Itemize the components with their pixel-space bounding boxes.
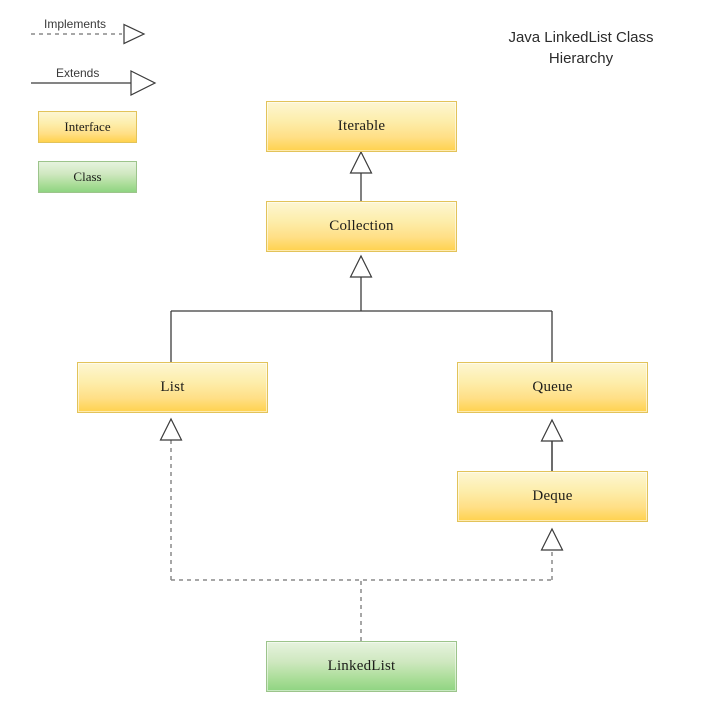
edge-deque-to-queue (540, 418, 564, 471)
node-iterable[interactable]: Iterable (266, 101, 457, 152)
edge-linkedlist-to-list (159, 417, 183, 580)
legend-extends-label: Extends (56, 66, 100, 80)
diagram-title-line-2: Hierarchy (548, 50, 614, 67)
node-queue-label: Queue (532, 379, 573, 395)
node-iterable-label: Iterable (337, 118, 386, 134)
node-collection-label: Collection (329, 218, 394, 234)
node-linkedlist-label: LinkedList (327, 658, 396, 674)
legend-interface-swatch: Interface (38, 111, 137, 143)
legend-class-label: Class (73, 169, 102, 184)
diagram-title: Java LinkedList Class Hierarchy (478, 27, 684, 69)
legend-extends-arrow (31, 70, 157, 96)
legend-class-swatch: Class (38, 161, 137, 193)
node-deque[interactable]: Deque (457, 471, 648, 522)
legend-interface-label: Interface (64, 119, 111, 134)
node-linkedlist[interactable]: LinkedList (266, 641, 457, 692)
edge-collection-to-iterable (349, 150, 373, 201)
edge-linkedlist-bus (171, 579, 552, 641)
diagram-title-line-1: Java LinkedList Class (508, 29, 654, 46)
legend-implements-arrow (31, 23, 146, 45)
legend-implements-label: Implements (44, 17, 107, 31)
edge-linkedlist-to-deque (540, 527, 564, 580)
node-collection[interactable]: Collection (266, 201, 457, 252)
edge-collection-children-bus (170, 254, 553, 362)
node-list-label: List (160, 379, 185, 395)
node-queue[interactable]: Queue (457, 362, 648, 413)
node-list[interactable]: List (77, 362, 268, 413)
node-deque-label: Deque (532, 488, 573, 504)
